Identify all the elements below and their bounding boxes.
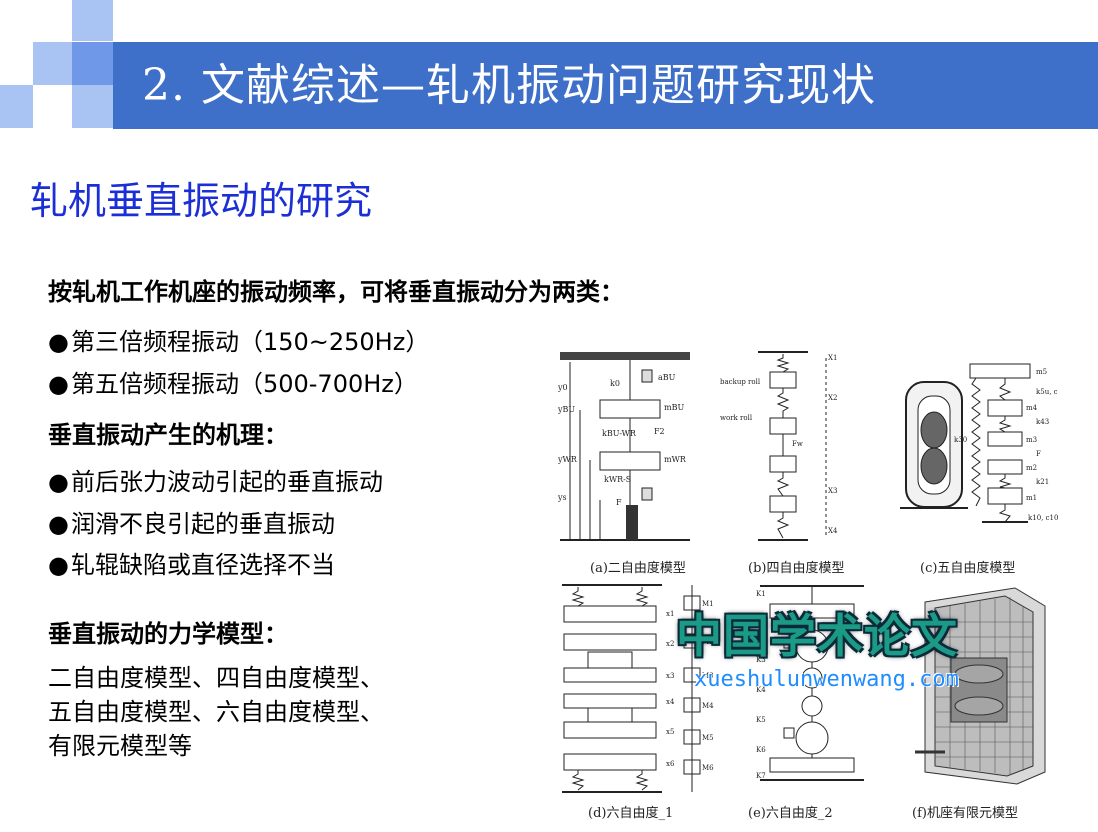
fig-c-label-m2: m2 [1026, 464, 1037, 472]
fig-c-label-k10: k10, c10 [1028, 514, 1058, 522]
freq-item-1: ●第三倍频程振动（150~250Hz） [48, 322, 429, 357]
mechanism-item-text: 润滑不良引起的垂直振动 [70, 510, 335, 538]
fig-e-label-k3: K3 [756, 656, 766, 664]
section-heading: 轧机垂直振动的研究 [30, 179, 373, 223]
corner-square-1 [72, 0, 113, 41]
model-line-3: 有限元模型等 [48, 732, 192, 760]
fig-c-label-k30: k30 [954, 436, 967, 444]
fig-a-label-k0: k0 [610, 379, 620, 388]
fig-c-label-k5c5: k5u, c5 [1036, 388, 1058, 396]
fig-d-label-x3: x3 [666, 672, 674, 680]
figure-d-six-dof-1: x1 x2 x3 x4 x5 x6 M1 M2 M3 M4 M5 M6 [558, 582, 718, 797]
fig-a-label-abu: aBU [658, 373, 676, 382]
fig-d-mass-3: M3 [702, 672, 714, 680]
fig-b-label-x4: X4 [828, 527, 838, 535]
fig-c-label-m5: m5 [1036, 368, 1047, 376]
fig-b-label-backup: backup roll [720, 378, 761, 386]
mechanism-item-text: 前后张力波动引起的垂直振动 [70, 468, 383, 496]
fig-a-label-ys: ys [557, 493, 567, 502]
caption-d: (d)六自由度_1 [588, 806, 674, 821]
fig-c-label-m4: m4 [1026, 404, 1038, 412]
fig-a-label-kbuwr: kBU-WR [602, 429, 637, 438]
model-line-1: 二自由度模型、四自由度模型、 [48, 664, 384, 692]
fig-e-label-k5: K5 [756, 716, 766, 724]
fig-a-label-kwrs: kWR-S [604, 475, 631, 484]
fig-d-mass-2: M2 [702, 638, 714, 646]
corner-square-5 [72, 85, 113, 128]
freq-item-text: 第五倍频程振动（500-700Hz） [70, 370, 418, 398]
fig-b-label-work: work roll [720, 414, 753, 422]
figure-c-five-dof-model: m5 k5u, c5 m4 k43 m3 F m2 k21 m1 k10, c1… [898, 360, 1058, 530]
mechanism-item-3: ●轧辊缺陷或直径选择不当 [48, 545, 335, 580]
freq-item-2: ●第五倍频程振动（500-700Hz） [48, 364, 418, 399]
fig-d-label-x4: x4 [666, 698, 675, 706]
intro-text: 按轧机工作机座的振动频率，可将垂直振动分为两类： [48, 278, 624, 306]
bullet-glyph: ● [48, 551, 69, 579]
figure-f-fem-model [905, 582, 1055, 787]
fig-d-label-x1: x1 [666, 610, 674, 618]
fig-a-label-ybu: yBU [557, 405, 575, 414]
bullet-glyph: ● [48, 468, 69, 496]
bullet-glyph: ● [48, 510, 69, 538]
model-heading: 垂直振动的力学模型： [48, 620, 288, 648]
slide-title: 2. 文献综述—轧机振动问题研究现状 [142, 60, 876, 111]
fig-b-label-x2: X2 [828, 394, 837, 402]
figure-a-two-dof-model: y0 yBU yWR ys k0 kBU-WR kWR-S mBU mWR F … [556, 350, 696, 545]
fig-c-label-k43: k43 [1036, 418, 1049, 426]
fig-d-label-x6: x6 [666, 760, 675, 768]
watermark-en: xueshulunwenwang.com [694, 667, 959, 692]
fig-a-label-f: F [616, 498, 622, 507]
bullet-glyph: ● [48, 328, 69, 356]
figure-b-four-dof-model: backup roll work roll Fw X1 X2 X3 X4 [718, 348, 843, 546]
corner-square-3 [72, 42, 113, 85]
fig-e-label-k2: K2 [756, 620, 766, 628]
fig-d-mass-6: M6 [702, 764, 714, 772]
fig-d-mass-1: M1 [702, 600, 714, 608]
fig-b-label-x3: X3 [828, 487, 837, 495]
caption-e: (e)六自由度_2 [748, 806, 833, 821]
fig-e-label-k1: K1 [756, 590, 766, 598]
mechanism-item-text: 轧辊缺陷或直径选择不当 [70, 551, 335, 579]
mechanism-item-2: ●润滑不良引起的垂直振动 [48, 504, 335, 539]
caption-b: (b)四自由度模型 [748, 561, 845, 576]
fig-c-label-k21: k21 [1036, 478, 1049, 486]
header-bar [113, 42, 1098, 129]
fig-b-label-x1: X1 [828, 354, 837, 362]
fig-c-label-f: F [1036, 450, 1041, 458]
fig-a-label-f2: F2 [654, 427, 665, 436]
fig-c-label-m1: m1 [1026, 494, 1037, 502]
figure-e-six-dof-2: K1 K2 K3 K4 K5 K6 K7 [740, 582, 880, 797]
caption-a: (a)二自由度模型 [590, 561, 686, 576]
corner-square-4 [0, 85, 33, 128]
caption-f: (f)机座有限元模型 [912, 806, 1018, 821]
fig-c-label-m3: m3 [1026, 436, 1037, 444]
mechanism-heading: 垂直振动产生的机理： [48, 421, 288, 449]
model-line-2: 五自由度模型、六自由度模型、 [48, 698, 384, 726]
fig-a-label-mbu: mBU [664, 403, 684, 412]
fig-e-label-k4: K4 [756, 686, 766, 694]
fig-e-label-k7: K7 [756, 772, 766, 780]
fig-d-mass-5: M5 [702, 734, 714, 742]
fig-d-label-x5: x5 [666, 728, 674, 736]
fig-d-mass-4: M4 [702, 702, 714, 710]
fig-a-label-y0: y0 [557, 383, 568, 392]
fig-a-label-ywr: yWR [557, 455, 578, 464]
corner-square-2 [33, 42, 72, 85]
bullet-glyph: ● [48, 370, 69, 398]
fig-d-label-x2: x2 [666, 640, 674, 648]
mechanism-item-1: ●前后张力波动引起的垂直振动 [48, 462, 383, 497]
freq-item-text: 第三倍频程振动（150~250Hz） [70, 328, 430, 356]
fig-e-label-k6: K6 [756, 746, 766, 754]
fig-a-label-mwr: mWR [664, 455, 687, 464]
caption-c: (c)五自由度模型 [920, 561, 1016, 576]
watermark-cn: 中国学术论文 [676, 609, 958, 663]
fig-b-label-fw: Fw [792, 440, 803, 448]
